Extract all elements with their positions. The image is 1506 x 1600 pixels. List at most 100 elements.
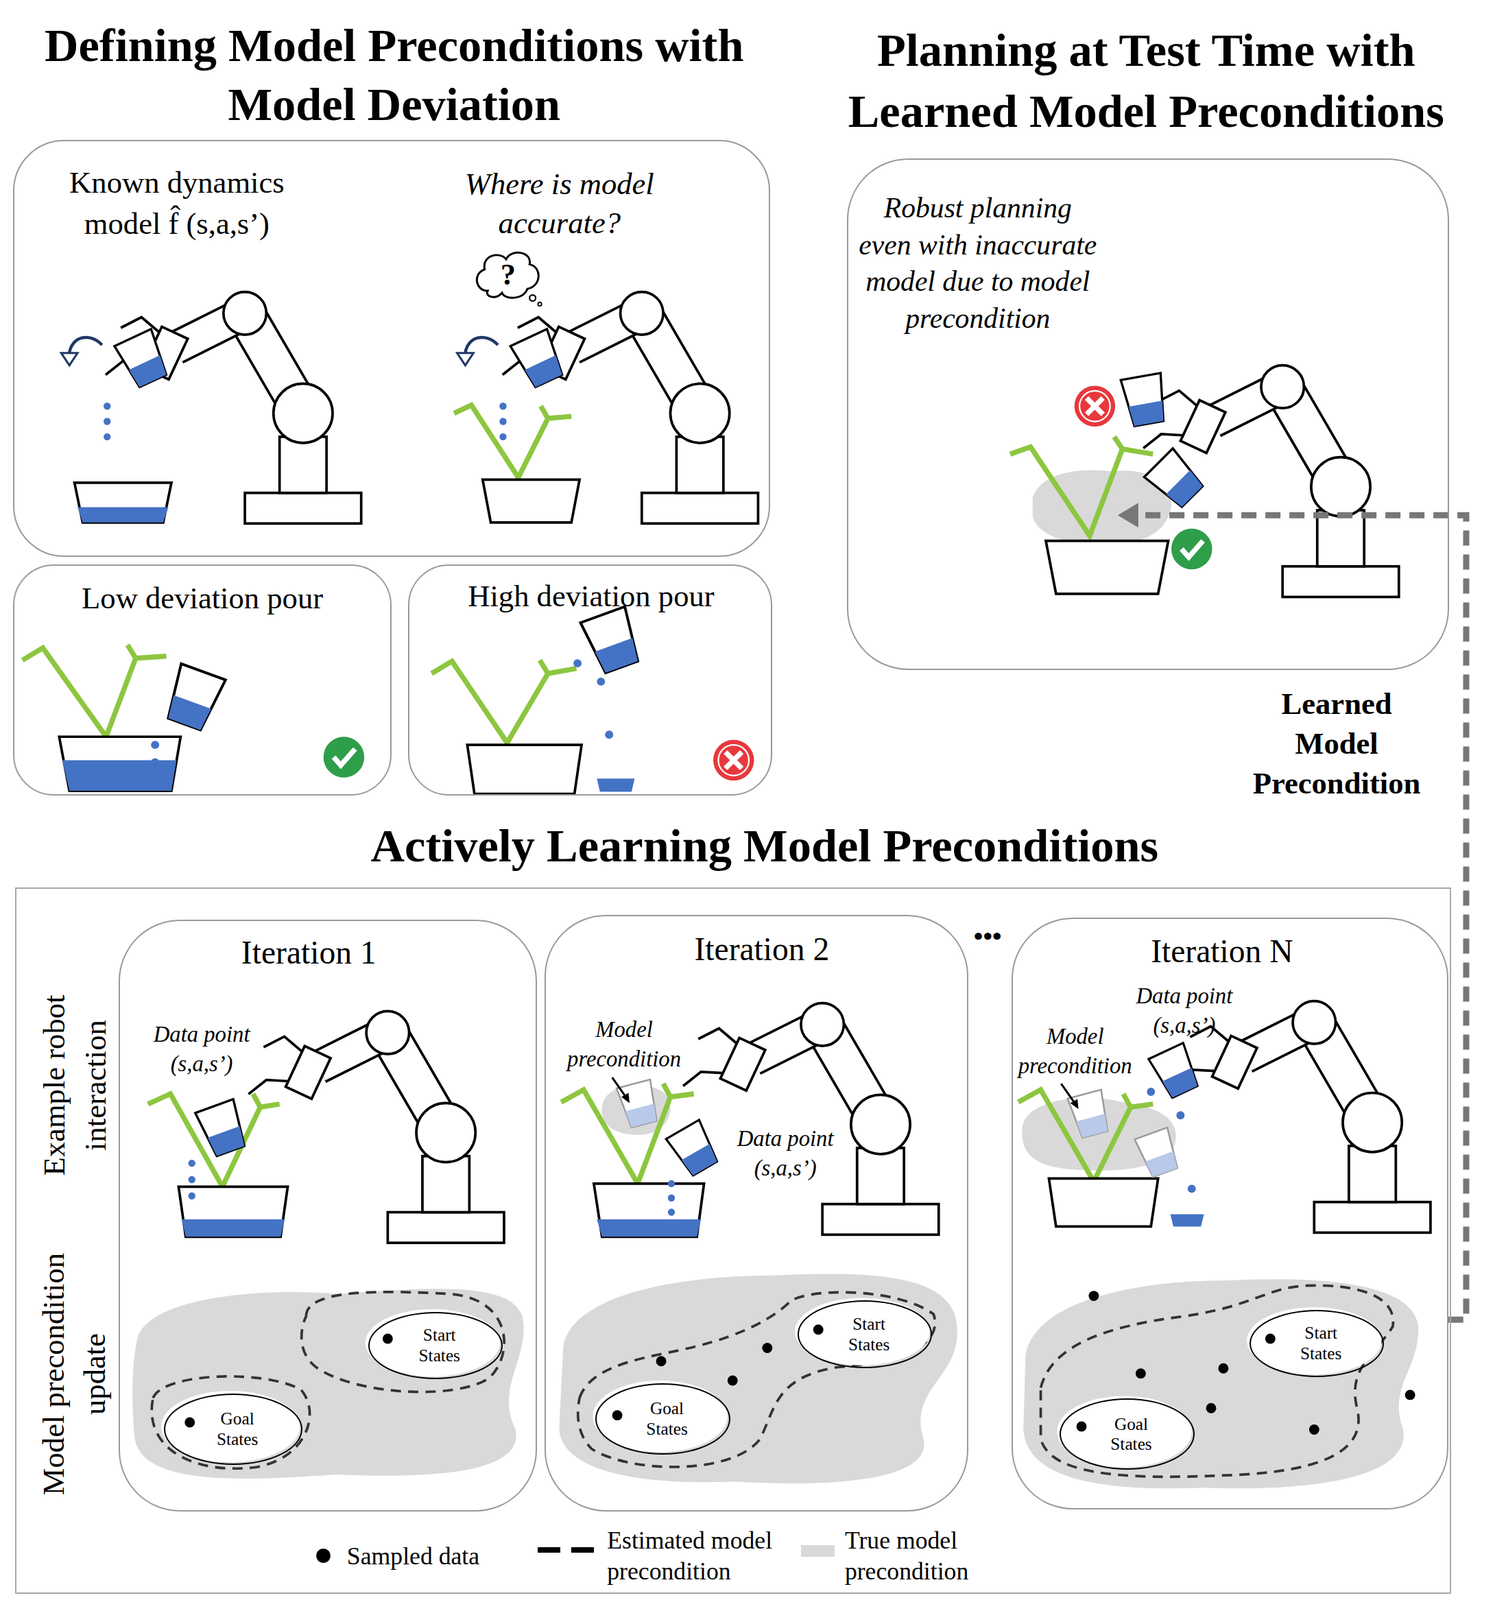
iteration-scene bbox=[253, 1093, 260, 1107]
iteration-scene bbox=[667, 1194, 675, 1202]
pour-scene bbox=[482, 479, 580, 522]
pour-scene bbox=[62, 759, 177, 791]
ellipsis-mark: ••• bbox=[951, 921, 1024, 952]
state-label: Goal States bbox=[205, 1408, 269, 1450]
iteration-scene bbox=[178, 1186, 288, 1237]
iteration-scene bbox=[667, 1180, 675, 1188]
legend-text: Sampled data bbox=[347, 1540, 500, 1572]
precondition-region bbox=[132, 1288, 524, 1479]
pour-scene bbox=[453, 405, 572, 478]
pour-scene bbox=[596, 778, 635, 792]
pour-scene bbox=[150, 740, 160, 749]
pour-scene bbox=[539, 660, 548, 674]
pour-scene bbox=[161, 663, 225, 733]
precondition-region bbox=[132, 1288, 524, 1479]
planning-scene bbox=[1010, 447, 1153, 536]
precondition-region bbox=[365, 1309, 500, 1377]
precondition-region bbox=[1405, 1389, 1416, 1400]
iteration-scene bbox=[1170, 1214, 1205, 1227]
iteration-panel: Iteration NData point (s,a,s’)Model prec… bbox=[1011, 917, 1449, 1510]
pour-scene bbox=[497, 292, 759, 524]
pour-scene bbox=[103, 417, 111, 425]
precondition-region bbox=[1217, 1363, 1229, 1374]
iteration-title: Iteration N bbox=[1094, 931, 1350, 972]
section-heading: Actively Learning Model Preconditions bbox=[305, 817, 1224, 875]
precondition-region bbox=[184, 1417, 195, 1428]
edge-label: Learned Model Precondition bbox=[1241, 683, 1431, 804]
legend-text: True model precondition bbox=[844, 1525, 978, 1587]
iteration-scene bbox=[1176, 1110, 1185, 1120]
precondition-region bbox=[592, 1380, 727, 1452]
iteration-scene bbox=[1146, 1087, 1155, 1096]
state-label: Goal States bbox=[1099, 1414, 1163, 1456]
iteration-scene bbox=[612, 1077, 627, 1098]
pour-scene bbox=[69, 337, 103, 354]
state-ellipse: Goal States bbox=[595, 1383, 730, 1455]
iteration-scene bbox=[242, 1010, 505, 1243]
pour-scene bbox=[499, 433, 507, 441]
iteration-panel: Iteration 2Model preconditionData point … bbox=[544, 914, 970, 1512]
row-label: Example robot interaction bbox=[34, 967, 116, 1203]
panel-text: Robust planning even with inaccurate mod… bbox=[857, 189, 1098, 337]
precondition-region bbox=[612, 1409, 623, 1421]
pour-scene bbox=[431, 661, 577, 743]
precondition-region bbox=[1088, 1290, 1099, 1301]
iteration-scene bbox=[188, 1159, 196, 1167]
planning-scene bbox=[1171, 528, 1213, 570]
pour-scene bbox=[58, 736, 181, 791]
pour-scene bbox=[103, 402, 111, 410]
callout-text: Data point (s,a,s’) bbox=[141, 1019, 262, 1079]
pour-scene bbox=[573, 659, 582, 668]
iteration-scene bbox=[616, 1079, 662, 1129]
pour-scene bbox=[499, 417, 507, 425]
arrow-head bbox=[1117, 502, 1139, 528]
pour-scene bbox=[77, 507, 169, 523]
pour-scene bbox=[323, 736, 365, 778]
pour-scene bbox=[510, 329, 568, 390]
state-label: Start States bbox=[837, 1313, 901, 1356]
iteration-scene bbox=[596, 1219, 701, 1237]
planning-scene bbox=[1045, 541, 1169, 594]
pour-scene bbox=[529, 294, 536, 302]
precondition-region bbox=[656, 1355, 667, 1367]
state-ellipse: Start States bbox=[368, 1311, 503, 1380]
pour-scene bbox=[22, 648, 167, 737]
pour-scene bbox=[476, 252, 539, 298]
planning-scene bbox=[1120, 373, 1169, 428]
iteration-title: Iteration 1 bbox=[181, 933, 437, 973]
precondition-region bbox=[1041, 1285, 1394, 1477]
legend-dash bbox=[537, 1547, 561, 1554]
precondition-region bbox=[1076, 1421, 1087, 1432]
precondition-region bbox=[794, 1298, 930, 1366]
panel: Defining Model Preconditions with Model … bbox=[13, 139, 771, 558]
example-panel: Low deviation pour bbox=[13, 564, 392, 797]
callout-text: Data point (s,a,s’) bbox=[1124, 981, 1245, 1041]
iteration-scene bbox=[1060, 1083, 1076, 1105]
iteration-scene bbox=[181, 1219, 285, 1237]
precondition-region bbox=[578, 1292, 936, 1467]
pour-scene bbox=[541, 405, 548, 419]
panel-title: High deviation pour bbox=[417, 576, 765, 616]
iteration-scene bbox=[188, 1192, 196, 1200]
pour-scene bbox=[114, 329, 172, 390]
pour-scene bbox=[596, 677, 605, 686]
row-label: Model precondition update bbox=[34, 1225, 116, 1522]
pour-scene bbox=[580, 606, 644, 675]
pour-scene bbox=[22, 644, 365, 791]
iteration-scene bbox=[593, 1183, 705, 1237]
planning-scene bbox=[1144, 448, 1207, 511]
panel-text: Known dynamics model f̂ (s,a,s’) bbox=[43, 162, 310, 245]
planning-scene bbox=[1114, 436, 1123, 450]
dashed-arrow bbox=[1117, 502, 1467, 1320]
pour-scene bbox=[61, 292, 361, 524]
iteration-scene bbox=[195, 1099, 250, 1159]
state-ellipse: Start States bbox=[797, 1300, 932, 1368]
iteration-scene bbox=[1070, 1098, 1079, 1109]
pour-scene bbox=[713, 739, 755, 782]
example-panel: High deviation pour bbox=[408, 564, 773, 797]
iteration-scene bbox=[665, 1119, 722, 1179]
state-ellipse: Goal States bbox=[163, 1393, 303, 1465]
precondition-region bbox=[1206, 1403, 1217, 1414]
legend-text: Estimated model precondition bbox=[606, 1525, 791, 1587]
iteration-scene bbox=[1048, 1178, 1158, 1227]
